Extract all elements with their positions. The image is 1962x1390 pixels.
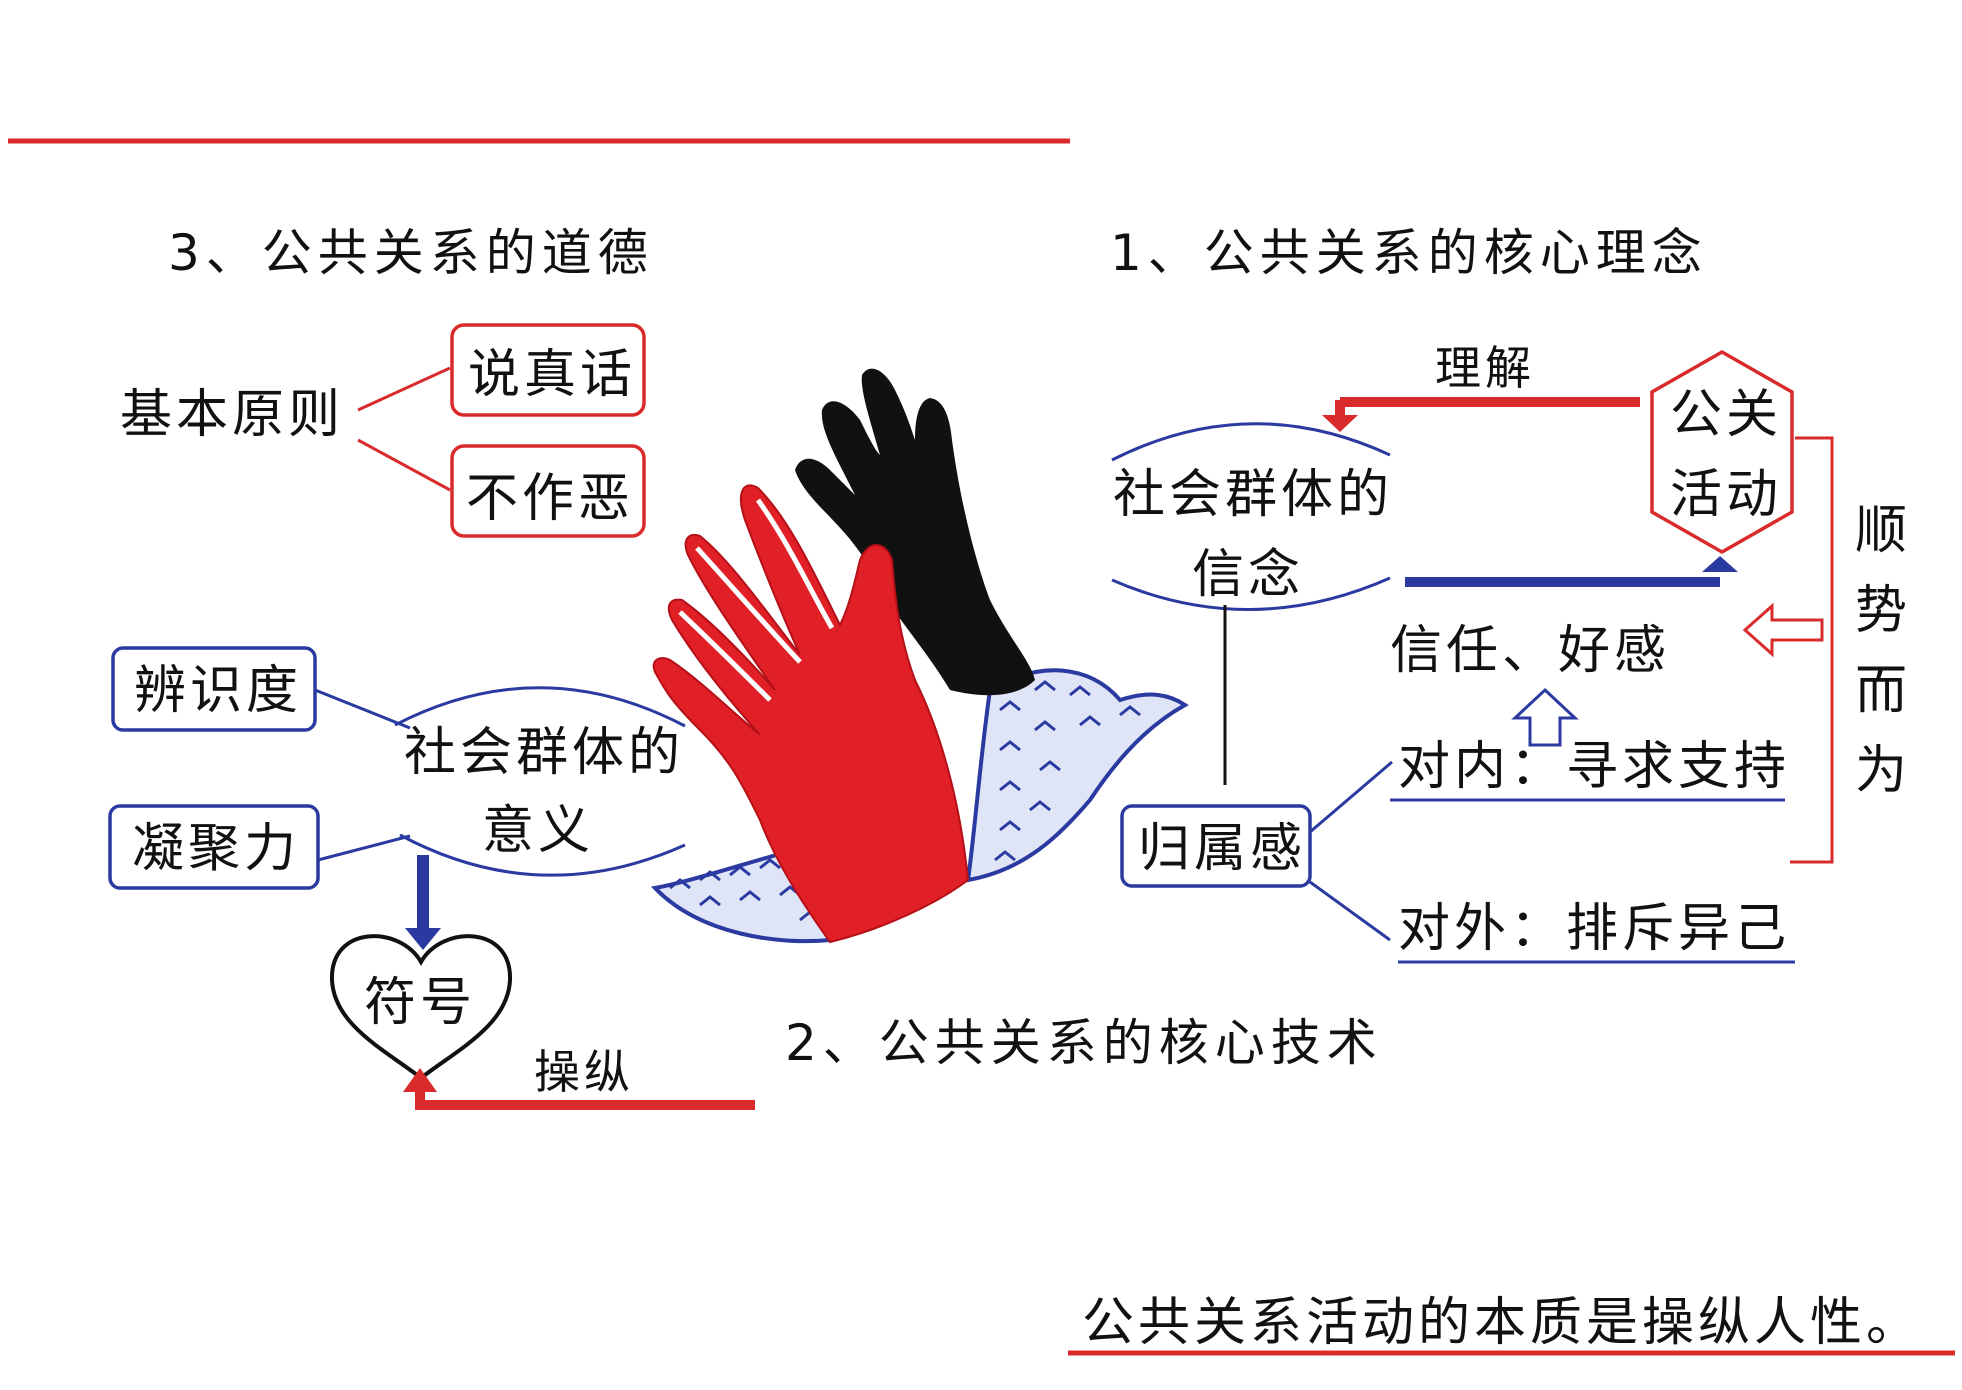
meaning-arc-top — [394, 686, 686, 728]
pr-line2: 活动 — [1670, 465, 1782, 525]
belonging-label: 归属感 — [1138, 819, 1306, 879]
hollow-up-arrow-icon — [1511, 687, 1579, 747]
connector-cohesion — [317, 834, 411, 862]
external-label: 对外：排斥异己 — [1398, 899, 1790, 959]
connector-principle-truth — [357, 366, 451, 412]
cohesion-box — [108, 804, 320, 890]
basic-principle-label: 基本原则 — [120, 385, 344, 445]
follow-trend-bracket — [1790, 436, 1834, 864]
belief-arc-top — [1111, 422, 1391, 462]
symbol-label: 符号 — [364, 973, 476, 1033]
conclusion-text: 公共关系活动的本质是操纵人性。 — [1082, 1293, 1922, 1353]
manipulate-label: 操纵 — [534, 1045, 634, 1099]
connector-recognition — [314, 688, 411, 730]
pr-line1: 公关 — [1670, 385, 1782, 445]
internal-label: 对内：寻求支持 — [1398, 737, 1790, 797]
follow-trend-char-4: 为 — [1855, 741, 1911, 801]
do-no-evil-box — [450, 444, 646, 538]
section3-title: 3、公共关系的道德 — [168, 224, 654, 282]
hollow-left-arrow-icon — [1742, 602, 1824, 658]
pr-activity-hexagon — [1650, 349, 1794, 555]
meaning-line1: 社会群体的 — [404, 723, 684, 783]
follow-trend-char-2: 势 — [1855, 581, 1911, 641]
tell-truth-box — [450, 323, 646, 417]
belief-arc-bottom — [1111, 576, 1391, 611]
meaning-line2: 意义 — [482, 801, 594, 861]
belonging-box — [1120, 804, 1312, 888]
belief-line2: 信念 — [1192, 545, 1304, 605]
red-hand-finger-lines — [678, 498, 835, 702]
meaning-arc-bottom — [399, 833, 686, 877]
dove-right-wing — [965, 668, 1189, 883]
recognition-box — [111, 646, 317, 732]
hands-dove-illustration — [650, 368, 1189, 944]
red-hand — [652, 484, 970, 944]
trust-label: 信任、好感 — [1390, 621, 1670, 681]
belief-line1: 社会群体的 — [1113, 465, 1393, 525]
follow-trend-char-1: 顺 — [1855, 501, 1911, 561]
black-hand — [795, 368, 1035, 696]
connector-principle-noevil — [357, 438, 451, 492]
section2-title: 2、公共关系的核心技术 — [785, 1014, 1383, 1072]
follow-trend-char-3: 而 — [1855, 661, 1911, 721]
connector-internal — [1309, 760, 1393, 834]
do-no-evil-label: 不作恶 — [466, 469, 634, 529]
manipulate-arrow-head — [403, 1068, 437, 1092]
trust-arrow-head — [1702, 556, 1738, 572]
cohesion-label: 凝聚力 — [132, 819, 300, 879]
understand-arrow-head — [1322, 415, 1358, 432]
understand-label: 理解 — [1435, 341, 1535, 395]
tell-truth-label: 说真话 — [468, 345, 636, 405]
recognition-label: 辨识度 — [134, 661, 302, 721]
down-arrow-head — [405, 928, 441, 950]
section1-title: 1、公共关系的核心理念 — [1110, 224, 1708, 282]
connector-external — [1309, 880, 1391, 942]
